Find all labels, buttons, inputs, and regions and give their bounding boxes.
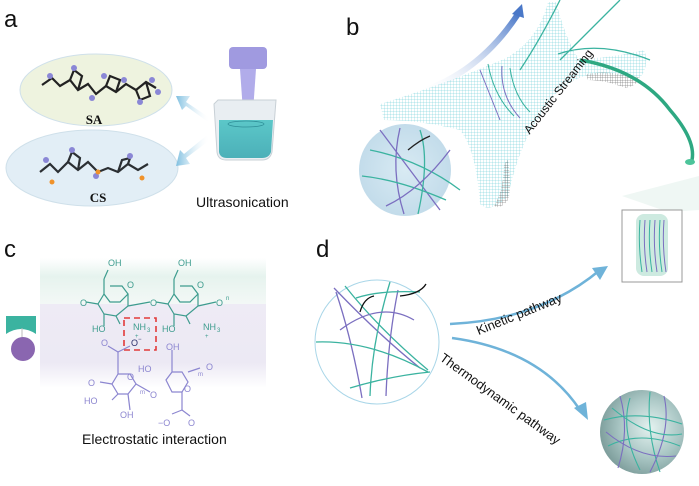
chitosan-ho-label: HO (92, 324, 106, 334)
panel-b-letter: b (346, 14, 360, 41)
thermodynamic-pathway-arrow (451, 336, 582, 411)
entangled-fiber-sphere (600, 390, 684, 474)
alginate-minus-sign: − (138, 337, 142, 343)
chitosan-oh-label: OH (108, 258, 122, 268)
random-fiber-network (314, 279, 440, 405)
alginate-carbonyl-o-label: O (101, 338, 108, 348)
alginate-m-subscript: m (140, 390, 145, 396)
chitosan-link-o-label: O (150, 298, 157, 308)
kinetic-pathway-arrow (449, 269, 601, 326)
acoustic-mesh-sheet (380, 2, 647, 208)
alginate-ho-label: HO (138, 364, 152, 374)
alginate-ring-o-label: O (184, 384, 191, 394)
chitosan-link-o-label: O (80, 298, 87, 308)
alginate-oh-label: OH (120, 410, 134, 420)
alginate-link-o-label: O (206, 362, 213, 372)
chitosan-nh3-label: NH (133, 322, 146, 332)
panel-c-letter: c (4, 236, 16, 263)
fiber-bubble (359, 124, 461, 216)
alginate-ring-o-label: O (127, 372, 134, 382)
ultrasonication-label: Ultrasonication (196, 194, 289, 210)
fiber-strand (579, 58, 695, 161)
cs-molecule-ellipse: CS (5, 129, 179, 207)
sa-molecule-ellipse: SA (19, 53, 173, 127)
chitosan-n-subscript: n (226, 296, 229, 302)
sa-molecule-structure (41, 68, 157, 102)
chitosan-ring-o-label: O (197, 280, 204, 290)
chitosan-nh3-subscript: 3 (217, 328, 221, 334)
chitosan-ring-o-label: O (127, 280, 134, 290)
panel-d-letter: d (316, 236, 330, 263)
alginate-carbonyl-o-label: O (188, 418, 195, 428)
chitosan-ho-label: HO (162, 324, 176, 334)
cs-label: CS (90, 190, 107, 205)
alginate-link-o-label: O (88, 378, 95, 388)
aligned-fiber-inset (621, 176, 699, 283)
chitosan-nh3-label: NH (203, 322, 216, 332)
alginate-oh-label: OH (166, 342, 180, 352)
interaction-highlight-box (123, 317, 157, 351)
sa-label: SA (86, 112, 103, 127)
electrostatic-interaction-caption: Electrostatic interaction (82, 431, 227, 447)
chitosan-structure (85, 269, 217, 326)
beaker-icon (213, 99, 277, 161)
chitosan-oh-label: OH (178, 258, 192, 268)
alginate-o-minus-label: O (131, 338, 138, 348)
arrow-to-sa-icon (176, 96, 210, 122)
alginate-m-subscript: m (198, 372, 203, 378)
chitosan-plus-label: + (135, 334, 139, 340)
chitosan-plus-label: + (205, 334, 209, 340)
arrow-to-cs-icon (176, 136, 210, 166)
panel-a-letter: a (4, 6, 18, 33)
chitosan-nh3-subscript: 3 (147, 328, 151, 334)
alginate-ho-label: HO (84, 396, 98, 406)
alginate-carboxylate-label: −O (158, 418, 170, 428)
binding-legend-icon (6, 316, 36, 361)
alginate-structure (99, 345, 201, 417)
alginate-link-o-label: O (150, 390, 157, 400)
chitosan-link-o-label: O (216, 298, 223, 308)
